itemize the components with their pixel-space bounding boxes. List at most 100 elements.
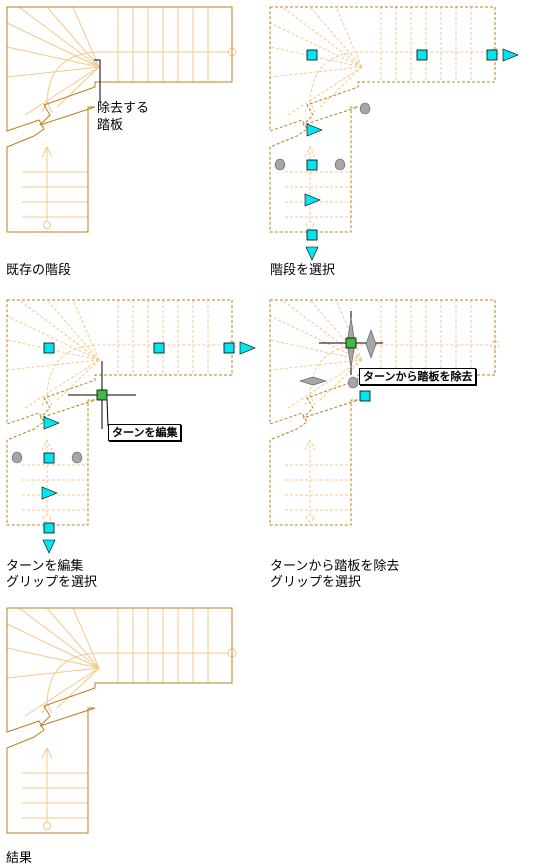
walk-line	[309, 51, 492, 103]
caption-remove-tread: ターンから踏板を除去 グリップを選択	[270, 559, 400, 590]
stair-existing	[6, 6, 237, 233]
grip-triangle	[304, 193, 321, 207]
arrow-head	[41, 145, 53, 158]
grip-square	[43, 342, 55, 354]
remove-tread-callout: 除去する 踏板	[97, 101, 150, 133]
arrow-head	[304, 393, 316, 406]
winder-line	[72, 607, 100, 669]
arrow-head	[41, 393, 53, 406]
grip-gray	[359, 102, 371, 115]
winder-line	[56, 667, 100, 709]
winder-line	[319, 66, 363, 108]
arrow-head	[304, 100, 316, 113]
stair-edit-turn	[6, 299, 237, 526]
winder-line	[309, 299, 363, 361]
winder-line	[72, 6, 100, 68]
winder-line	[18, 6, 100, 68]
stair-outline	[6, 607, 233, 834]
grip-square	[223, 342, 235, 354]
stair-remove-tread	[269, 299, 500, 526]
walk-line	[46, 344, 229, 396]
callout-leader	[94, 59, 101, 102]
caption-result: 結果	[6, 851, 33, 866]
winder-line	[46, 607, 100, 669]
walk-line	[46, 51, 229, 103]
end-marker	[43, 514, 51, 522]
grip-square	[43, 452, 55, 464]
winder-line	[6, 667, 100, 679]
winder-line	[46, 299, 100, 361]
grip-triangle	[42, 539, 56, 554]
tooltip-edit-turn: ターンを編集	[108, 424, 182, 441]
arrow-head	[304, 438, 316, 451]
grip-gray	[334, 158, 346, 171]
winder-line	[6, 359, 100, 371]
arrow-head	[41, 438, 53, 451]
grip-active	[96, 389, 108, 401]
winder-line	[269, 22, 363, 68]
winder-line	[18, 299, 100, 361]
caption-select-stair: 階段を選択	[270, 263, 336, 278]
grip-diamond	[365, 329, 377, 359]
tooltip-remove-tread: ターンから踏板を除去	[359, 368, 477, 385]
grip-square	[359, 390, 371, 402]
grip-square	[416, 49, 428, 61]
grip-triangle	[502, 48, 519, 62]
winder-line	[269, 66, 363, 78]
winder-line	[269, 315, 363, 361]
grip-gray	[11, 451, 23, 464]
grip-active	[345, 337, 357, 349]
stair-outline	[269, 299, 496, 526]
walk-line	[46, 652, 229, 704]
winder-line	[6, 647, 100, 669]
end-marker	[306, 514, 314, 522]
winder-line	[6, 22, 100, 68]
winder-line	[18, 607, 100, 669]
winder-line	[56, 66, 100, 108]
end-marker	[43, 822, 51, 830]
winder-line	[335, 6, 363, 68]
grip-triangle	[305, 246, 319, 261]
grip-gray	[347, 376, 359, 389]
winder-line	[6, 66, 100, 78]
grip-diamond	[298, 376, 328, 386]
stair-outline	[6, 6, 233, 233]
winder-line	[72, 299, 100, 361]
caption-existing-stair: 既存の階段	[6, 263, 72, 278]
stair-selected	[269, 6, 500, 233]
grip-triangle	[306, 123, 323, 137]
winder-line	[6, 315, 100, 361]
winder-line	[269, 359, 363, 371]
stair-result	[6, 607, 237, 834]
winder-line	[24, 66, 100, 116]
winder-line	[6, 46, 100, 68]
grip-triangle	[239, 341, 256, 355]
grip-triangle	[41, 486, 58, 500]
grip-square	[43, 522, 55, 534]
winder-line	[309, 6, 363, 68]
winder-line	[281, 6, 363, 68]
grip-triangle	[43, 416, 60, 430]
stair-outline	[6, 299, 233, 526]
arrow-head	[41, 100, 53, 113]
grip-gray	[274, 158, 286, 171]
arrow-head	[41, 701, 53, 714]
grip-square	[153, 342, 165, 354]
end-marker	[306, 221, 314, 229]
grip-square	[306, 159, 318, 171]
winder-line	[56, 359, 100, 401]
arrow-head	[304, 145, 316, 158]
stair-outline	[269, 6, 496, 233]
tooltip-leader	[106, 399, 109, 427]
winder-line	[269, 339, 363, 361]
start-marker	[490, 340, 500, 350]
arrow-head	[41, 746, 53, 759]
end-marker	[43, 221, 51, 229]
grip-square	[306, 49, 318, 61]
winder-line	[6, 623, 100, 669]
winder-line	[24, 667, 100, 717]
grip-gray	[71, 451, 83, 464]
grip-square	[486, 49, 498, 61]
grip-square	[306, 229, 318, 241]
